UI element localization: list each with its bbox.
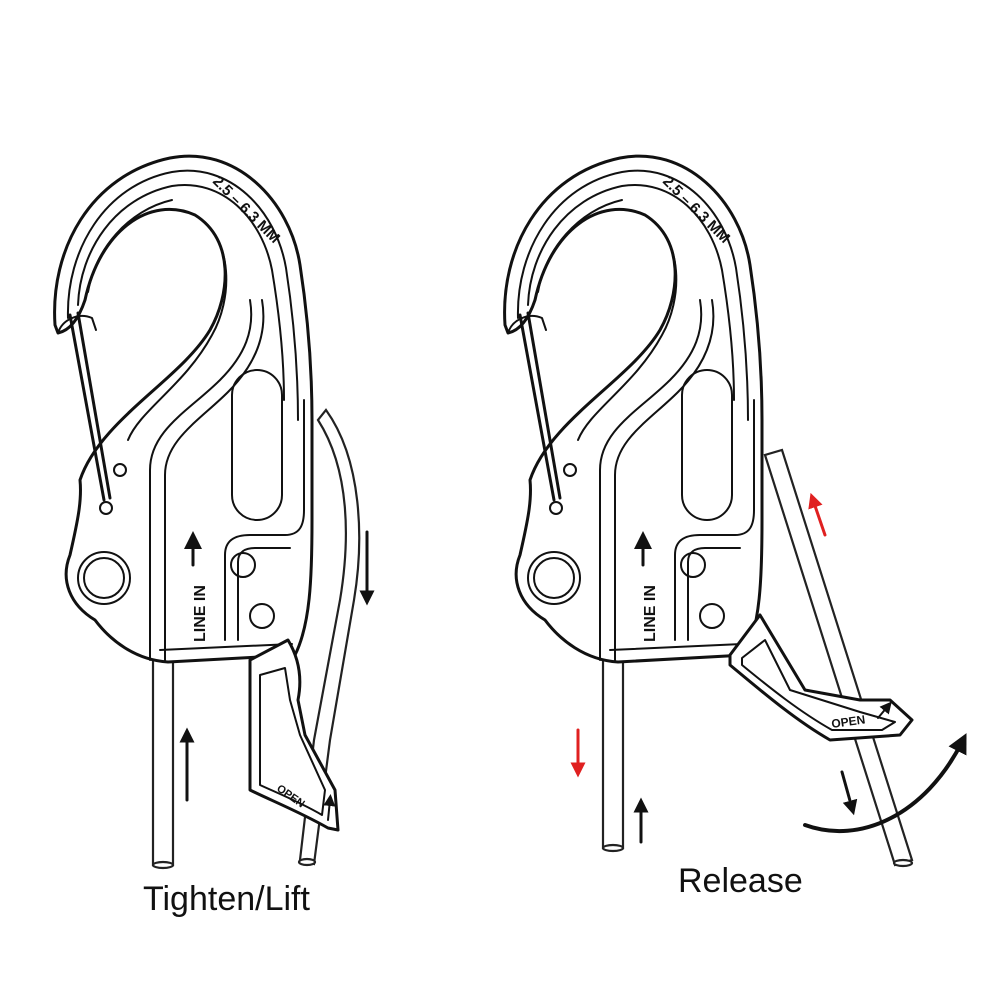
left-rope-in [151,658,175,867]
caption-release: Release [678,862,803,900]
left-hook-diagram: 2.5 – 6.3 MM LINE IN OPEN [53,154,375,870]
right-curved-arrow-icon [803,733,967,834]
right-lever [728,613,914,742]
left-lever [248,638,340,832]
caption-tighten-lift: Tighten/Lift [143,880,310,918]
right-hook-diagram: 2.5 – 6.3 MM LINE IN OPEN [503,154,967,868]
left-line-in-label: LINE IN [192,585,209,642]
right-open-arrow-icon [877,701,892,719]
right-rope-in [601,658,625,850]
left-open-arrow-icon [323,794,336,821]
right-line-in-label: LINE IN [642,585,659,642]
right-rope-up-red-arrow-icon [808,492,827,537]
right-open-label: OPEN [830,712,866,731]
right-small-down-arrow-icon [840,770,858,816]
